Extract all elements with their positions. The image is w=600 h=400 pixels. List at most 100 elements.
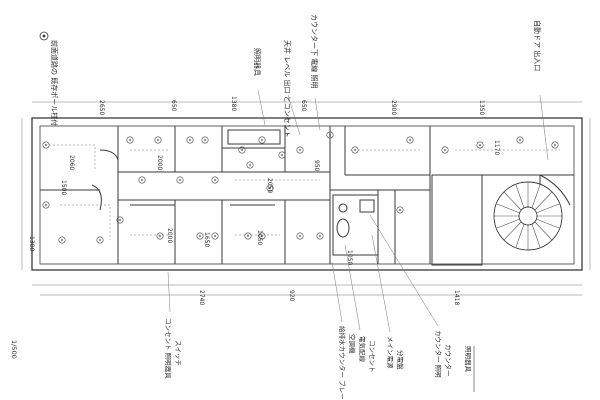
light-fixture-dot bbox=[45, 204, 47, 206]
light-fixture-dot bbox=[319, 235, 321, 237]
light-fixture-dot bbox=[241, 149, 243, 151]
dimension-labels: 2650 650 1380 650 2900 1350 2060 2000 15… bbox=[28, 96, 500, 305]
dim-label: 650 bbox=[300, 100, 307, 112]
light-fixture-dot bbox=[141, 179, 143, 181]
note-bottom-right-2: カウンター bbox=[444, 344, 453, 377]
light-fixtures bbox=[42, 131, 559, 244]
dim-label: 650 bbox=[170, 100, 177, 112]
light-fixture-symbol bbox=[186, 136, 194, 144]
toilet-fixture bbox=[336, 199, 375, 238]
light-fixture-symbol bbox=[396, 206, 404, 214]
dim-label: 1050 bbox=[346, 250, 353, 265]
note-top-left: 前面道路の 既存ポール柱付 bbox=[50, 40, 59, 126]
light-fixture-dot bbox=[159, 235, 161, 237]
interior-walls bbox=[40, 126, 574, 266]
light-fixture-dot bbox=[281, 154, 283, 156]
light-fixture-symbol bbox=[296, 146, 304, 154]
dim-label: 1170 bbox=[493, 140, 500, 155]
light-fixture-dot bbox=[99, 239, 101, 241]
light-fixture-dot bbox=[45, 144, 47, 146]
dim-label: 1380 bbox=[230, 96, 237, 111]
light-fixture-dot bbox=[329, 134, 331, 136]
note-bottom-mid-2: 空調機 bbox=[348, 334, 357, 354]
note-top-center-mid: 天井 レベル 出口 とコンセント bbox=[283, 40, 292, 138]
light-fixture-dot bbox=[409, 139, 411, 141]
light-fixture-symbol bbox=[246, 161, 254, 169]
light-fixture-dot bbox=[214, 179, 216, 181]
scale-label: 1/500 bbox=[10, 340, 18, 359]
dim-label: 1500 bbox=[60, 180, 67, 195]
note-bottom-mid-3: 電気配線 bbox=[358, 336, 367, 363]
dim-label: 1350 bbox=[478, 100, 485, 115]
light-fixture-dot bbox=[261, 235, 263, 237]
note-top-center-left: 照明器具 bbox=[253, 48, 261, 76]
bottom-annotations: 1/500 コンセント 照明器具 スイッチ 給排水カウンター ブレーカー 空調機… bbox=[10, 214, 475, 400]
light-fixture-dot bbox=[261, 139, 263, 141]
dim-label: 920 bbox=[288, 290, 295, 302]
light-fixture-dot bbox=[299, 235, 301, 237]
dim-label: 2000 bbox=[156, 155, 163, 170]
light-fixture-symbol bbox=[211, 176, 219, 184]
light-fixture-dot bbox=[199, 235, 201, 237]
dim-label: 950 bbox=[313, 160, 320, 172]
spiral-stair bbox=[493, 181, 563, 251]
light-fixture-dot bbox=[354, 149, 356, 151]
note-bottom-left-1: コンセント 照明器具 bbox=[164, 318, 172, 379]
dim-label: 2740 bbox=[198, 290, 205, 305]
light-fixture-symbol bbox=[154, 136, 162, 144]
light-fixture-dot bbox=[189, 139, 191, 141]
light-fixture-dot bbox=[444, 149, 446, 151]
light-fixture-dot bbox=[269, 187, 271, 189]
light-fixture-symbol bbox=[176, 176, 184, 184]
dim-label: 2650 bbox=[98, 100, 105, 115]
light-fixture-dot bbox=[519, 139, 521, 141]
note-bottom-mid-4: コンセント bbox=[368, 340, 376, 373]
light-fixture-dot bbox=[247, 235, 249, 237]
light-fixture-symbol bbox=[96, 236, 104, 244]
dim-label: 1300 bbox=[28, 236, 35, 251]
dim-label: 2000 bbox=[166, 228, 173, 243]
note-bottom-right-3: 照明器具 bbox=[464, 346, 472, 373]
light-fixture-symbol bbox=[211, 232, 219, 240]
note-bottom-center-1: メイン電源 bbox=[386, 336, 395, 369]
light-fixture-symbol bbox=[116, 216, 124, 224]
light-fixture-symbol bbox=[476, 141, 484, 149]
light-fixture-symbol bbox=[42, 201, 50, 209]
wiring-lines bbox=[45, 144, 560, 240]
light-fixture-dot bbox=[249, 164, 251, 166]
light-fixture-dot bbox=[479, 144, 481, 146]
light-fixture-dot bbox=[299, 149, 301, 151]
light-fixture-dot bbox=[399, 209, 401, 211]
light-fixture-symbol bbox=[351, 146, 359, 154]
light-fixture-dot bbox=[119, 219, 121, 221]
light-fixture-dot bbox=[61, 239, 63, 241]
dim-label: 2050 bbox=[266, 178, 273, 193]
light-fixture-dot bbox=[129, 139, 131, 141]
light-fixture-symbol bbox=[406, 136, 414, 144]
light-fixture-symbol bbox=[258, 232, 266, 240]
note-bottom-mid-1: 給排水カウンター ブレーカー bbox=[338, 326, 347, 400]
light-fixture-symbol bbox=[326, 131, 334, 139]
light-fixture-symbol bbox=[126, 136, 134, 144]
light-fixture-symbol bbox=[296, 232, 304, 240]
light-fixture-symbol bbox=[201, 136, 209, 144]
dim-label: 2060 bbox=[68, 155, 75, 170]
light-fixture-symbol bbox=[156, 232, 164, 240]
note-top-right: 自動ドア 出入口 bbox=[533, 20, 542, 71]
note-bottom-right-1: カウンター 照明 bbox=[434, 330, 443, 378]
note-bottom-left-2: スイッチ bbox=[174, 340, 182, 366]
light-fixture-symbol bbox=[196, 232, 204, 240]
light-fixture-symbol bbox=[551, 141, 559, 149]
light-fixture-symbol bbox=[138, 176, 146, 184]
light-fixture-symbol bbox=[42, 141, 50, 149]
dim-label: 1650 bbox=[203, 232, 210, 247]
dim-label: 1050 bbox=[256, 230, 263, 245]
dim-label: 2900 bbox=[390, 100, 397, 115]
light-fixture-symbol bbox=[244, 232, 252, 240]
light-fixture-dot bbox=[214, 235, 216, 237]
light-fixture-symbol bbox=[238, 146, 246, 154]
light-fixture-symbol bbox=[516, 136, 524, 144]
dim-label: 1418 bbox=[453, 290, 460, 305]
light-fixture-dot bbox=[157, 139, 159, 141]
